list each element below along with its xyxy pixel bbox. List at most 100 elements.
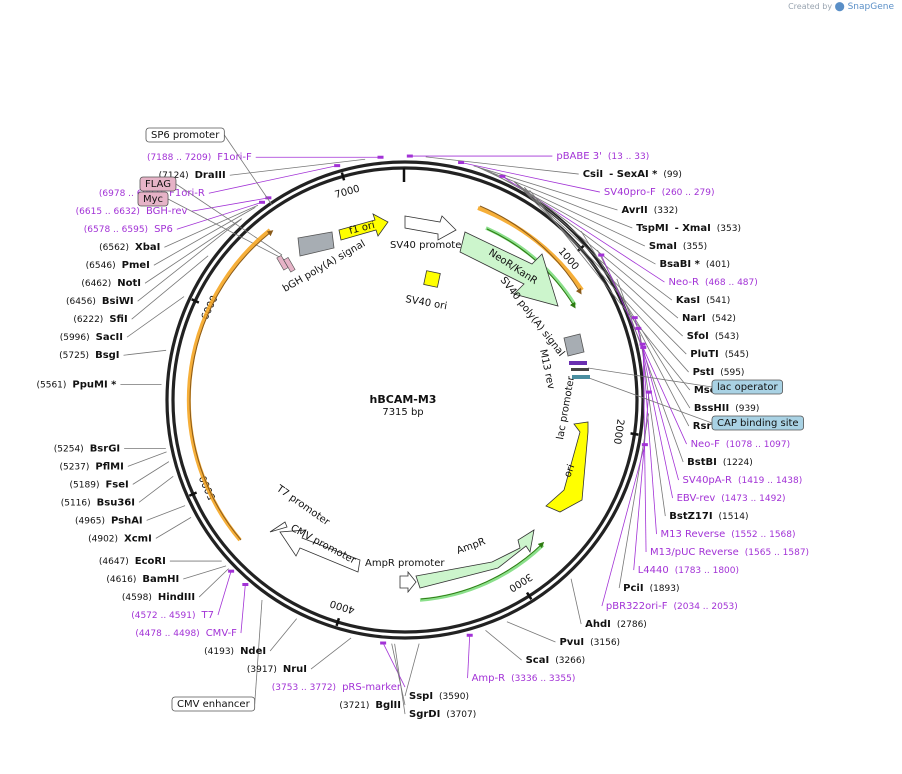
enzyme-site-label[interactable]: SfiI(6222): [73, 314, 127, 325]
enzyme-site-label[interactable]: PmeI(6546): [86, 260, 150, 271]
site-position: (595): [720, 368, 744, 378]
neor-kanr-arrow[interactable]: [459, 231, 559, 307]
enzyme-site-label[interactable]: KasI(541): [676, 295, 730, 306]
enzyme-site-label[interactable]: PshAI(4965): [75, 515, 143, 526]
boxed-feature-label[interactable]: Myc: [137, 191, 169, 207]
enzyme-site-label[interactable]: BssHII(939): [694, 403, 760, 414]
primer-label[interactable]: pBABE 3'(13 .. 33): [556, 151, 649, 162]
enzyme-site-label[interactable]: HindIII(4598): [122, 592, 195, 603]
primer-label[interactable]: SP6(6578 .. 6595): [84, 224, 173, 235]
primer-label[interactable]: pBR322ori-F(2034 .. 2053): [606, 601, 738, 612]
enzyme-name: DraIII: [195, 170, 226, 181]
primer-label[interactable]: F1ori-F(7188 .. 7209): [147, 152, 252, 163]
enzyme-name: SfiI: [109, 314, 127, 325]
enzyme-site-label[interactable]: EcoRI(4647): [99, 556, 166, 567]
enzyme-site-label[interactable]: NdeI(4193): [204, 646, 266, 657]
enzyme-site-label[interactable]: BamHI(4616): [106, 574, 179, 585]
primer-label[interactable]: SV40pA-R(1419 .. 1438): [683, 475, 803, 486]
lac-operator-mark[interactable]: [571, 368, 589, 371]
left-orf-arrow: [189, 230, 274, 541]
site-position: (2034 .. 2053): [674, 602, 738, 612]
enzyme-site-label[interactable]: CsiI- SexAI *(99): [583, 169, 682, 180]
enzyme-site-label[interactable]: NarI(542): [682, 313, 736, 324]
primer-label[interactable]: M13/pUC Reverse(1565 .. 1587): [650, 547, 809, 558]
enzyme-name: CsiI: [583, 169, 603, 180]
enzyme-site-label[interactable]: PpuMI *(5561): [36, 379, 117, 390]
boxed-feature-label[interactable]: FLAG: [139, 176, 177, 192]
enzyme-site-label[interactable]: SgrDI(3707): [409, 709, 476, 720]
enzyme-site-label[interactable]: BstZ17I(1514): [669, 511, 748, 522]
primer-label[interactable]: Neo-R(468 .. 487): [668, 277, 757, 288]
primer-label[interactable]: M13 Reverse(1552 .. 1568): [661, 529, 796, 540]
leader-line: [570, 578, 582, 625]
sv40-promoter-arrow[interactable]: [404, 215, 457, 241]
enzyme-site-label[interactable]: Bsu36I(5116): [61, 497, 135, 508]
enzyme-site-label[interactable]: PstI(595): [693, 367, 745, 378]
f1-ori-arrow[interactable]: [338, 213, 389, 241]
enzyme-site-label[interactable]: SmaI(355): [649, 241, 707, 252]
sv40-ori-box[interactable]: [423, 270, 441, 288]
enzyme-site-label[interactable]: XcmI(4902): [88, 533, 152, 544]
leader-line: [618, 413, 650, 589]
enzyme-site-label[interactable]: SspI(3590): [409, 691, 469, 702]
ori-arrow[interactable]: [545, 421, 589, 513]
enzyme-site-label[interactable]: BstBI(1224): [687, 457, 753, 468]
primer-label[interactable]: L4440(1783 .. 1800): [638, 565, 739, 576]
sv40-polya-box[interactable]: [563, 333, 585, 357]
primer-site-mark: [645, 390, 652, 394]
enzyme-site-label[interactable]: BsaBI *(401): [659, 259, 730, 270]
enzyme-site-label[interactable]: TspMI- XmaI(353): [636, 223, 741, 234]
primer-site-mark: [406, 154, 413, 158]
primer-label[interactable]: EBV-rev(1473 .. 1492): [677, 493, 786, 504]
enzyme-name: PciI: [623, 583, 643, 594]
enzyme-name: BsgI: [95, 350, 119, 361]
boxed-feature-label[interactable]: SP6 promoter: [145, 127, 225, 143]
cmv-promoter-arrow[interactable]: [279, 529, 361, 573]
enzyme-site-label[interactable]: FseI(5189): [70, 479, 129, 490]
enzyme-site-label[interactable]: DraIII(7124): [159, 170, 226, 181]
cap-site-mark[interactable]: [572, 375, 590, 379]
enzyme-site-label[interactable]: BglII(3721): [339, 700, 401, 711]
enzyme-site-label[interactable]: PflMI(5237): [59, 461, 123, 472]
bgh-polya-box[interactable]: [297, 231, 335, 257]
leader-line: [155, 517, 192, 539]
enzyme-site-label[interactable]: SfoI(543): [687, 331, 739, 342]
primer-label[interactable]: SV40pro-F(260 .. 279): [604, 187, 715, 198]
boxed-feature-label[interactable]: CMV enhancer: [171, 696, 256, 712]
boxed-feature-label[interactable]: lac operator: [711, 379, 783, 395]
t7-promoter-arrow[interactable]: [269, 521, 288, 533]
primer-name: Neo-F: [691, 439, 721, 450]
primer-site-mark: [639, 342, 646, 346]
enzyme-site-label[interactable]: NotI(6462): [81, 278, 141, 289]
enzyme-site-label[interactable]: BsgI(5725): [59, 350, 119, 361]
ampr-arrow[interactable]: [415, 529, 535, 589]
enzyme-site-label[interactable]: XbaI(6562): [99, 242, 160, 253]
boxed-feature-label[interactable]: CAP binding site: [711, 415, 804, 431]
leader-line: [600, 254, 687, 445]
enzyme-site-label[interactable]: SacII(5996): [60, 332, 123, 343]
primer-label[interactable]: T7(4572 .. 4591): [131, 610, 214, 621]
enzyme-name: HindIII: [158, 592, 195, 603]
enzyme-site-label[interactable]: AvrII(332): [621, 205, 677, 216]
myc-tag-mark[interactable]: [283, 257, 296, 273]
primer-label[interactable]: Amp-R(3336 .. 3355): [472, 673, 576, 684]
primer-label[interactable]: F1ori-R(6978 .. 6997): [99, 188, 205, 199]
primer-label[interactable]: pRS-marker(3753 .. 3772): [272, 682, 402, 693]
enzyme-site-label[interactable]: PluTI(545): [690, 349, 749, 360]
primer-label[interactable]: Neo-F(1078 .. 1097): [691, 439, 791, 450]
enzyme-site-label[interactable]: AhdI(2786): [585, 619, 647, 630]
enzyme-site-label[interactable]: ScaI(3266): [526, 655, 586, 666]
primer-label[interactable]: CMV-F(4478 .. 4498): [135, 628, 237, 639]
primer-label[interactable]: BGH-rev(6615 .. 6632): [76, 206, 188, 217]
enzyme-site-label[interactable]: NruI(3917): [247, 664, 307, 675]
m13-rev-mark[interactable]: [569, 361, 587, 365]
enzyme-site-label[interactable]: PvuI(3156): [559, 637, 620, 648]
enzyme-site-label[interactable]: PciI(1893): [623, 583, 679, 594]
tick-mark: [191, 298, 200, 304]
enzyme-name: NarI: [682, 313, 706, 324]
ampr-promoter-arrow[interactable]: [399, 570, 417, 594]
enzyme-site-label[interactable]: BsiWI(6456): [66, 296, 134, 307]
site-position: (939): [735, 404, 759, 414]
enzyme-site-label[interactable]: BsrGI(5254): [54, 443, 120, 454]
